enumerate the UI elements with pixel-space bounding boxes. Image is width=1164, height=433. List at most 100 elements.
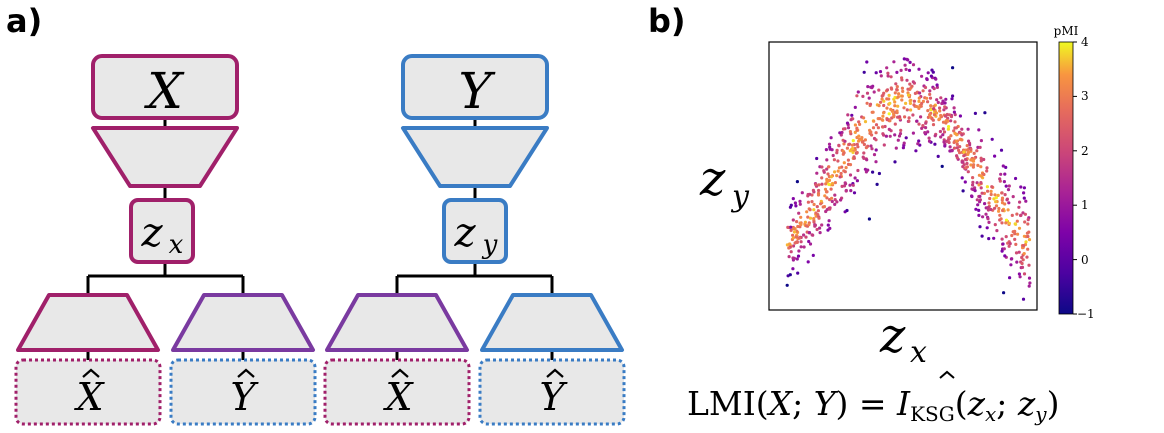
scatter-point (1027, 230, 1031, 234)
autoencoder-x (14, 54, 317, 426)
scatter-point (847, 142, 852, 146)
scatter-point (911, 80, 915, 84)
scatter-point (994, 196, 998, 200)
scatter-point (1011, 230, 1015, 234)
colorbar-tick-label: 0 (1081, 253, 1089, 267)
scatter-point (969, 147, 973, 151)
scatter-point (886, 71, 890, 75)
scatter-point (906, 93, 911, 97)
scatter-point (807, 223, 811, 227)
input-box-x (91, 54, 239, 120)
scatter-point (799, 245, 803, 249)
scatter-point (798, 199, 802, 203)
scatter-point (999, 148, 1004, 152)
scatter-point (808, 208, 812, 212)
scatter-point (979, 165, 983, 169)
scatter-point (917, 99, 921, 103)
scatter-point (877, 88, 881, 92)
scatter-point (1023, 212, 1027, 216)
scatter-point (813, 223, 817, 227)
scatter-point (792, 227, 796, 231)
scatter-point (1022, 191, 1026, 195)
scatter-point (788, 242, 792, 246)
scatter-point (943, 105, 947, 109)
scatter-point (1020, 255, 1024, 260)
scatter-point (865, 60, 869, 64)
scatter-point (864, 170, 868, 174)
scatter-point (1028, 281, 1032, 285)
scatter-point (882, 103, 886, 108)
scatter-point (827, 178, 832, 182)
scatter-point (966, 170, 970, 174)
scatter-point (845, 208, 849, 213)
scatter-point (804, 235, 808, 239)
scatter-point (789, 250, 793, 254)
scatter-point (978, 194, 982, 198)
scatter-point (787, 255, 791, 259)
scatter-point (826, 172, 830, 176)
scatter-point (857, 134, 861, 138)
colorbar-title: pMI (1054, 24, 1079, 38)
scatter-point (814, 183, 818, 187)
scatter-point (894, 146, 898, 150)
scatter-point (1008, 276, 1012, 280)
scatter-point (848, 163, 853, 167)
scatter-point (931, 123, 936, 127)
scatter-point (910, 84, 914, 88)
scatter-point (874, 160, 878, 164)
scatter-point (823, 194, 827, 198)
scatter-point (908, 60, 912, 64)
scatter-point (949, 119, 953, 123)
scatter-point (791, 236, 795, 240)
scatter-point (865, 101, 869, 105)
scatter-point (841, 127, 846, 131)
scatter-point (925, 96, 929, 100)
scatter-point (985, 166, 989, 170)
input-box-y (401, 54, 549, 120)
scatter-point (1022, 252, 1026, 256)
scatter-point (947, 125, 951, 129)
scatter-point (985, 226, 989, 230)
scatter-point (795, 180, 799, 184)
label-zy-main: z (453, 210, 476, 256)
scatter-point (902, 106, 906, 110)
scatter-point (839, 171, 843, 176)
output-box-xhat-right (323, 358, 471, 426)
scatter-point (976, 163, 980, 167)
scatter-point (1019, 185, 1023, 189)
scatter-point (876, 126, 880, 130)
scatter-point (935, 85, 939, 89)
scatter-point (900, 98, 904, 102)
scatter-point (1017, 205, 1021, 209)
scatter-point (833, 198, 837, 202)
scatter-point (835, 174, 839, 178)
scatter-point (894, 82, 898, 86)
scatter-point (983, 202, 987, 206)
scatter-point (896, 95, 900, 99)
scatter-point (983, 111, 987, 115)
scatter-point (848, 183, 852, 187)
scatter-point (805, 210, 809, 214)
scatter-point (785, 283, 789, 287)
scatter-point (829, 175, 833, 179)
scatter-point (935, 83, 939, 87)
scatter-point (932, 87, 936, 91)
scatter-point (933, 142, 937, 146)
scatter-point (830, 199, 834, 204)
scatter-point (889, 86, 893, 90)
scatter-point (900, 86, 904, 90)
scatter-point (919, 104, 923, 108)
colorbar-ticks: 4 3 2 1 0 −1 (1073, 35, 1095, 321)
scatter-point (978, 145, 982, 149)
scatter-point (1003, 202, 1007, 206)
scatter-point (916, 142, 920, 146)
scatter-point (975, 181, 979, 185)
scatter-point (927, 136, 931, 140)
scatter-point (939, 113, 943, 118)
scatter-point (851, 146, 855, 151)
scatter-point (807, 239, 811, 244)
scatter-point (931, 70, 935, 74)
scatter-point (849, 189, 853, 193)
scatter-point (877, 104, 881, 108)
scatter-point (999, 217, 1003, 221)
